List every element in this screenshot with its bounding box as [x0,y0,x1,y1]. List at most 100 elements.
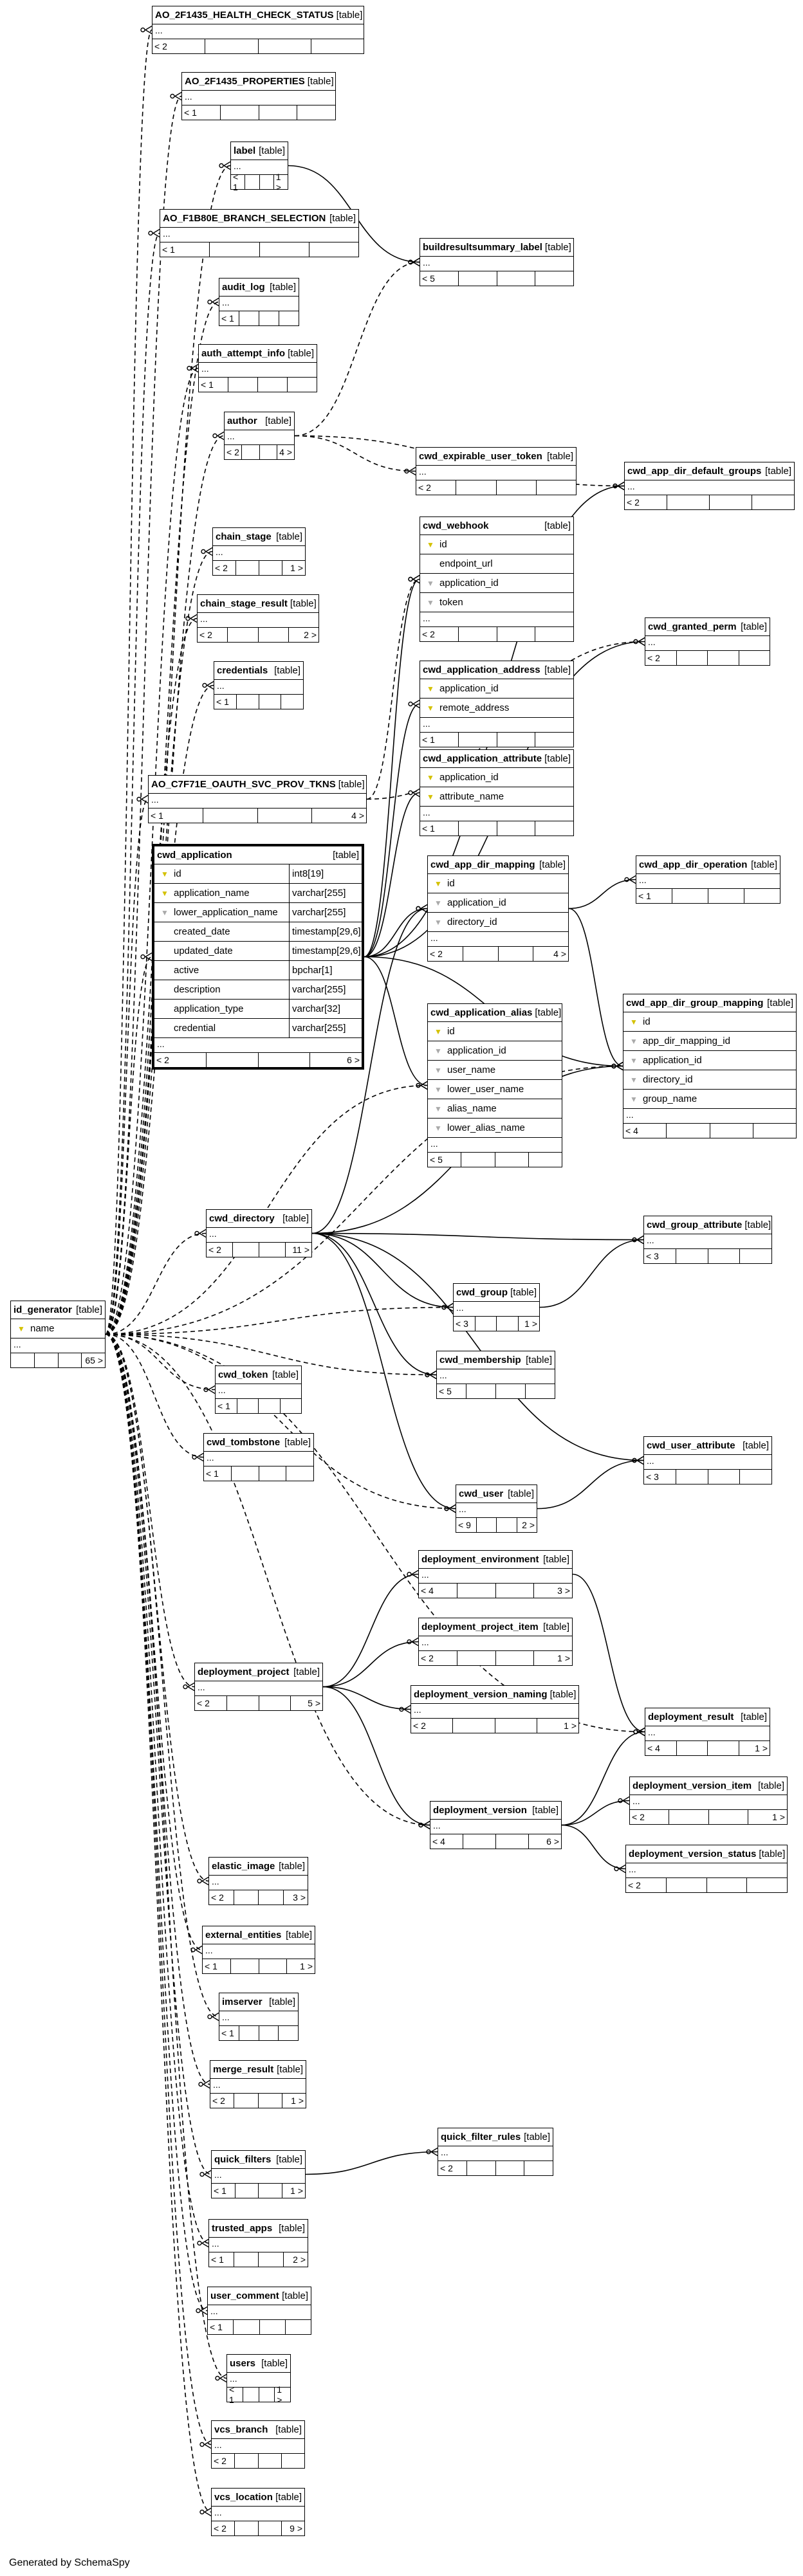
table-cwd-webhook[interactable]: cwd_webhook[table]idendpoint_urlapplicat… [420,516,574,642]
column-row[interactable]: user_name [428,1061,562,1080]
table-name[interactable]: audit_log [222,282,265,293]
table-header[interactable]: cwd_app_dir_group_mapping[table] [623,994,796,1012]
table-header[interactable]: cwd_group_attribute[table] [644,1216,771,1234]
table-header[interactable]: credentials[table] [214,662,303,680]
table-name[interactable]: cwd_token [218,1369,268,1380]
table-name[interactable]: quick_filters [214,2154,272,2165]
table-name[interactable]: buildresultsummary_label [423,242,542,253]
table-header[interactable]: quick_filters[table] [212,2151,305,2169]
table-name[interactable]: cwd_directory [209,1213,275,1224]
table-name[interactable]: deployment_result [648,1712,734,1722]
table-quick-filter-rules[interactable]: quick_filter_rules[table]...< 2 [438,2128,553,2176]
table-cwd-user-attribute[interactable]: cwd_user_attribute[table]...< 3 [643,1436,772,1484]
table-header[interactable]: buildresultsummary_label[table] [420,239,573,257]
table-name[interactable]: cwd_expirable_user_token [419,451,542,462]
column-row[interactable]: application_id [420,574,573,593]
table-header[interactable]: AO_2F1435_HEALTH_CHECK_STATUS[table] [152,6,364,24]
table-header[interactable]: cwd_app_dir_mapping[table] [428,856,568,874]
table-deployment-version-status[interactable]: deployment_version_status[table]...< 2 [625,1845,788,1893]
table-name[interactable]: trusted_apps [212,2223,273,2234]
table-name[interactable]: cwd_app_dir_default_groups [627,466,762,477]
table-header[interactable]: users[table] [227,2355,290,2373]
table-name[interactable]: cwd_group_attribute [647,1219,743,1230]
table-header[interactable]: quick_filter_rules[table] [438,2128,553,2146]
table-name[interactable]: deployment_project [198,1667,290,1677]
table-cwd-app-dir-default-groups[interactable]: cwd_app_dir_default_groups[table]...< 2 [624,462,795,510]
table-imserver[interactable]: imserver[table]...< 1 [219,1993,299,2041]
table-buildresultsummary-label[interactable]: buildresultsummary_label[table]...< 5 [420,238,574,286]
column-row[interactable]: application_id [428,893,568,913]
table-name[interactable]: AO_C7F71E_OAUTH_SVC_PROV_TKNS [151,779,336,790]
table-name[interactable]: chain_stage [216,531,272,542]
column-row[interactable]: remote_address [420,699,573,718]
column-row[interactable]: token [420,593,573,612]
table-header[interactable]: deployment_version_item[table] [630,1777,787,1795]
table-cwd-app-dir-operation[interactable]: cwd_app_dir_operation[table]...< 1 [636,855,780,904]
table-header[interactable]: deployment_project[table] [195,1663,322,1681]
table-name[interactable]: cwd_app_dir_group_mapping [626,998,764,1009]
column-row[interactable]: id [428,874,568,893]
table-name[interactable]: deployment_version [433,1805,527,1816]
table-cwd-application-address[interactable]: cwd_application_address[table]applicatio… [420,661,574,747]
table-header[interactable]: cwd_application[table] [154,846,362,864]
column-row[interactable]: lower_alias_name [428,1119,562,1138]
table-header[interactable]: audit_log[table] [219,279,299,297]
table-header[interactable]: imserver[table] [219,1993,298,2011]
table-audit-log[interactable]: audit_log[table]...< 1 [219,278,299,326]
column-row[interactable]: application_id [623,1051,796,1070]
table-header[interactable]: cwd_application_address[table] [420,661,573,679]
table-cwd-application-attribute[interactable]: cwd_application_attribute[table]applicat… [420,749,574,836]
column-row[interactable]: name [11,1319,105,1338]
table-cwd-expirable-user-token[interactable]: cwd_expirable_user_token[table]...< 2 [416,447,577,495]
column-row[interactable]: id [623,1012,796,1032]
table-ao-2f1435-health-check-status[interactable]: AO_2F1435_HEALTH_CHECK_STATUS[table]...<… [152,6,364,54]
table-name[interactable]: merge_result [213,2064,274,2075]
table-ao-2f1435-properties[interactable]: AO_2F1435_PROPERTIES[table]...< 1 [181,72,336,120]
table-vcs-branch[interactable]: vcs_branch[table]...< 2 [211,2420,305,2469]
table-header[interactable]: cwd_app_dir_operation[table] [636,856,780,874]
table-header[interactable]: cwd_user_attribute[table] [644,1437,771,1455]
table-header[interactable]: cwd_user[table] [456,1485,537,1503]
table-header[interactable]: vcs_branch[table] [212,2421,304,2439]
table-header[interactable]: external_entities[table] [203,1926,315,1944]
table-name[interactable]: quick_filter_rules [441,2132,521,2142]
table-name[interactable]: vcs_branch [214,2424,268,2435]
table-cwd-application-alias[interactable]: cwd_application_alias[table]idapplicatio… [427,1003,562,1167]
column-row[interactable]: application_id [420,679,573,699]
table-cwd-granted-perm[interactable]: cwd_granted_perm[table]...< 2 [645,617,770,666]
table-header[interactable]: cwd_tombstone[table] [204,1434,313,1452]
table-header[interactable]: deployment_environment[table] [419,1551,572,1569]
table-header[interactable]: id_generator[table] [11,1301,105,1319]
table-ao-c7f71e-oauth-svc-prov-tkns[interactable]: AO_C7F71E_OAUTH_SVC_PROV_TKNS[table]...<… [148,775,367,823]
table-name[interactable]: credentials [217,665,268,676]
table-header[interactable]: cwd_granted_perm[table] [645,618,770,636]
table-name[interactable]: deployment_environment [421,1554,539,1565]
table-name[interactable]: cwd_group [456,1287,508,1298]
table-header[interactable]: merge_result[table] [210,2061,306,2079]
column-row[interactable]: endpoint_url [420,554,573,574]
table-user-comment[interactable]: user_comment[table]...< 1 [207,2287,311,2335]
table-name[interactable]: cwd_user [459,1488,504,1499]
table-header[interactable]: AO_C7F71E_OAUTH_SVC_PROV_TKNS[table] [149,776,366,794]
table-name[interactable]: cwd_granted_perm [648,621,737,632]
column-row[interactable]: directory_id [623,1070,796,1090]
table-name[interactable]: cwd_application_address [423,664,540,675]
table-header[interactable]: cwd_membership[table] [437,1351,555,1369]
table-header[interactable]: author[table] [225,412,294,430]
table-header[interactable]: cwd_application_attribute[table] [420,750,573,768]
